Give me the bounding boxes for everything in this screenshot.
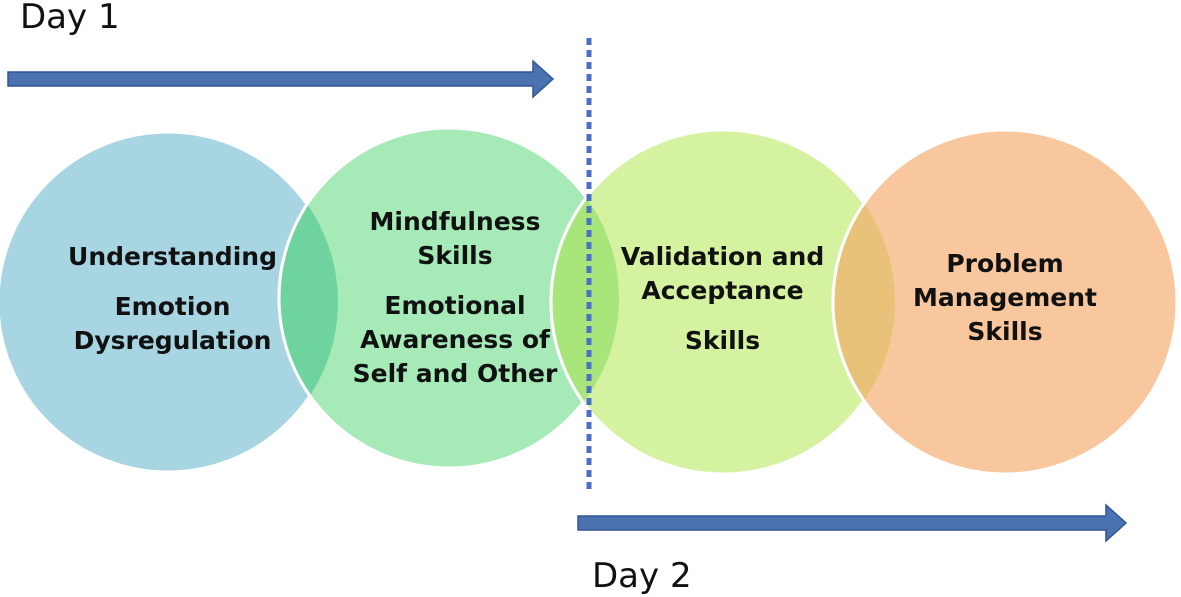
- understanding-text: Understanding Emotion Dysregulation: [60, 240, 285, 358]
- problem-line-2: Management: [912, 283, 1098, 312]
- validation-line-1: Validation and: [620, 242, 825, 271]
- day1-arrow: [7, 59, 555, 99]
- day1-label: Day 1: [20, 0, 120, 37]
- understanding-line-2: Emotion: [114, 292, 231, 321]
- mindfulness-line-2: Skills: [417, 241, 493, 270]
- validation-text: Validation and Acceptance Skills: [610, 240, 835, 358]
- validation-line-2: Acceptance: [641, 276, 804, 305]
- mindfulness-line-3: Emotional: [384, 291, 526, 320]
- problem-text: Problem Management Skills: [900, 247, 1110, 349]
- mindfulness-line-5: Self and Other: [352, 359, 558, 388]
- mindfulness-line-4: Awareness of: [360, 325, 550, 354]
- day2-arrow: [577, 503, 1128, 543]
- mindfulness-text: Mindfulness Skills Emotional Awareness o…: [335, 205, 575, 391]
- overlap-understanding-mindfulness: [277, 132, 338, 470]
- problem-line-3: Skills: [967, 317, 1043, 346]
- overlap-mindfulness-validation: [549, 128, 619, 468]
- overlap-validation-problem: [831, 130, 895, 474]
- day2-label: Day 2: [592, 556, 692, 596]
- understanding-line-3: Dysregulation: [73, 326, 272, 355]
- understanding-line-1: Understanding: [68, 242, 277, 271]
- validation-line-3: Skills: [684, 326, 761, 355]
- problem-line-1: Problem: [946, 249, 1064, 278]
- mindfulness-line-1: Mindfulness: [369, 207, 541, 236]
